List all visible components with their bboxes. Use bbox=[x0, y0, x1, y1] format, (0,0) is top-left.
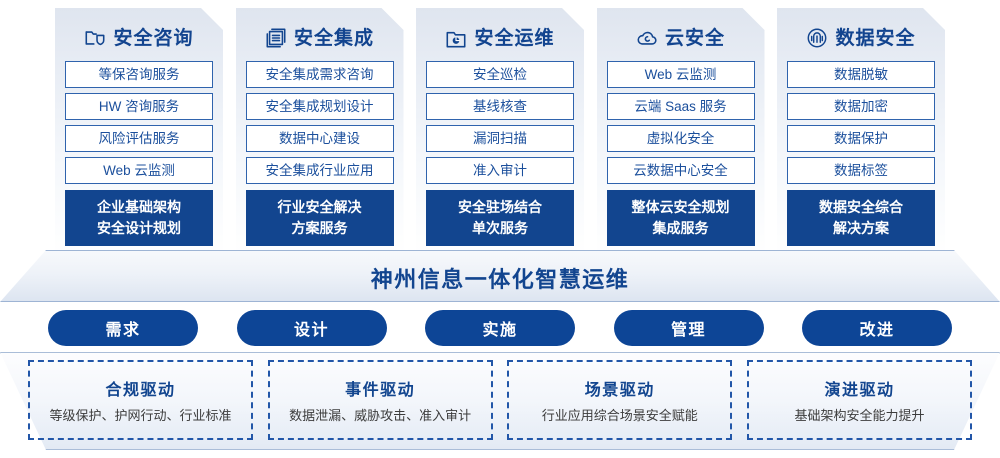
card-item-list: 安全集成需求咨询 安全集成规划设计 数据中心建设 安全集成行业应用 bbox=[246, 61, 394, 184]
lifecycle-phase-row: 需求 设计 实施 管理 改进 bbox=[0, 310, 1000, 346]
driver-description: 行业应用综合场景安全赋能 bbox=[541, 408, 698, 423]
driver-box-compliance[interactable]: 合规驱动 等级保护、护网行动、行业标准 bbox=[28, 360, 253, 440]
service-card-data-security[interactable]: 数据安全 数据脱敏 数据加密 数据保护 数据标签 数据安全综合 解决方案 bbox=[777, 8, 945, 256]
drivers-row: 合规驱动 等级保护、护网行动、行业标准 事件驱动 数据泄漏、威胁攻击、准入审计 … bbox=[0, 352, 1000, 450]
phase-pill-design[interactable]: 设计 bbox=[236, 310, 387, 346]
driver-title: 场景驱动 bbox=[584, 382, 655, 399]
phase-pill-management[interactable]: 管理 bbox=[613, 310, 764, 346]
service-card-cloud-security[interactable]: 云安全 Web 云监测 云端 Saas 服务 虚拟化安全 云数据中心安全 整体云… bbox=[597, 8, 765, 256]
card-item[interactable]: 安全集成需求咨询 bbox=[246, 61, 394, 88]
drivers-section: 合规驱动 等级保护、护网行动、行业标准 事件驱动 数据泄漏、威胁攻击、准入审计 … bbox=[0, 352, 1000, 450]
card-title: 安全咨询 bbox=[113, 27, 194, 49]
platform-banner: 神州信息一体化智慧运维 bbox=[0, 250, 1000, 302]
card-footer[interactable]: 行业安全解决 方案服务 bbox=[246, 190, 394, 246]
phase-pill-implementation[interactable]: 实施 bbox=[425, 310, 575, 346]
card-item[interactable]: 漏洞扫描 bbox=[426, 125, 574, 152]
card-item[interactable]: 安全巡检 bbox=[426, 61, 574, 88]
card-footer[interactable]: 安全驻场结合 单次服务 bbox=[426, 190, 574, 246]
card-item[interactable]: 云端 Saas 服务 bbox=[607, 93, 755, 120]
card-item[interactable]: 安全集成规划设计 bbox=[246, 93, 394, 120]
drivers-backdrop bbox=[0, 352, 1000, 450]
card-title: 数据安全 bbox=[835, 27, 916, 49]
card-item[interactable]: 安全集成行业应用 bbox=[246, 157, 394, 184]
card-item[interactable]: Web 云监测 bbox=[65, 157, 213, 184]
card-item[interactable]: HW 咨询服务 bbox=[65, 93, 213, 120]
phase-pill-requirements[interactable]: 需求 bbox=[48, 310, 198, 346]
card-footer[interactable]: 整体云安全规划 集成服务 bbox=[607, 190, 755, 246]
card-item[interactable]: 等保咨询服务 bbox=[65, 61, 213, 88]
card-item[interactable]: Web 云监测 bbox=[607, 61, 755, 88]
driver-box-scenario[interactable]: 场景驱动 行业应用综合场景安全赋能 bbox=[507, 360, 733, 440]
card-item-list: Web 云监测 云端 Saas 服务 虚拟化安全 云数据中心安全 bbox=[607, 61, 755, 184]
card-item[interactable]: 数据标签 bbox=[787, 157, 935, 184]
card-title: 安全集成 bbox=[293, 27, 374, 49]
phase-pill-improvement[interactable]: 改进 bbox=[802, 310, 952, 346]
card-header: 数据安全 bbox=[806, 22, 915, 54]
card-item[interactable]: 虚拟化安全 bbox=[607, 125, 755, 152]
card-header: 安全咨询 bbox=[84, 22, 193, 54]
card-title: 云安全 bbox=[664, 27, 725, 49]
banner-shape bbox=[0, 250, 1000, 302]
card-item[interactable]: 数据脱敏 bbox=[787, 61, 935, 88]
card-item[interactable]: 云数据中心安全 bbox=[607, 157, 755, 184]
card-item-list: 数据脱敏 数据加密 数据保护 数据标签 bbox=[787, 61, 935, 184]
card-footer[interactable]: 数据安全综合 解决方案 bbox=[787, 190, 935, 246]
card-item[interactable]: 准入审计 bbox=[426, 157, 574, 184]
driver-title: 合规驱动 bbox=[105, 382, 176, 399]
card-item[interactable]: 基线核查 bbox=[426, 93, 574, 120]
banner-title: 神州信息一体化智慧运维 bbox=[370, 267, 630, 292]
card-item[interactable]: 数据保护 bbox=[787, 125, 935, 152]
service-card-security-operations[interactable]: 安全运维 安全巡检 基线核查 漏洞扫描 准入审计 安全驻场结合 单次服务 bbox=[416, 8, 584, 256]
card-header: 云安全 bbox=[636, 22, 725, 54]
card-item[interactable]: 数据加密 bbox=[787, 93, 935, 120]
driver-title: 事件驱动 bbox=[345, 382, 416, 399]
card-item[interactable]: 风险评估服务 bbox=[65, 125, 213, 152]
card-footer[interactable]: 企业基础架构 安全设计规划 bbox=[65, 190, 213, 246]
driver-box-evolution[interactable]: 演进驱动 基础架构安全能力提升 bbox=[746, 360, 972, 440]
card-item-list: 安全巡检 基线核查 漏洞扫描 准入审计 bbox=[426, 61, 574, 184]
card-item[interactable]: 数据中心建设 bbox=[246, 125, 394, 152]
service-cards-row: 安全咨询 等保咨询服务 HW 咨询服务 风险评估服务 Web 云监测 企业基础架… bbox=[0, 8, 1000, 256]
driver-description: 数据泄漏、威胁攻击、准入审计 bbox=[289, 408, 472, 423]
driver-description: 基础架构安全能力提升 bbox=[794, 408, 925, 423]
card-item-list: 等保咨询服务 HW 咨询服务 风险评估服务 Web 云监测 bbox=[65, 61, 213, 184]
driver-box-incident[interactable]: 事件驱动 数据泄漏、威胁攻击、准入审计 bbox=[267, 360, 493, 440]
card-header: 安全集成 bbox=[265, 22, 374, 54]
fingerprint-icon bbox=[806, 27, 828, 49]
driver-description: 等级保护、护网行动、行业标准 bbox=[49, 408, 232, 423]
folder-chart-icon bbox=[445, 27, 467, 49]
folder-shield-icon bbox=[84, 27, 106, 49]
card-title: 安全运维 bbox=[474, 27, 555, 49]
stacked-documents-icon bbox=[265, 27, 287, 49]
driver-title: 演进驱动 bbox=[824, 382, 895, 399]
service-card-security-integration[interactable]: 安全集成 安全集成需求咨询 安全集成规划设计 数据中心建设 安全集成行业应用 行… bbox=[236, 8, 404, 256]
card-header: 安全运维 bbox=[445, 22, 554, 54]
cloud-icon bbox=[636, 27, 658, 49]
service-card-security-consulting[interactable]: 安全咨询 等保咨询服务 HW 咨询服务 风险评估服务 Web 云监测 企业基础架… bbox=[55, 8, 223, 256]
